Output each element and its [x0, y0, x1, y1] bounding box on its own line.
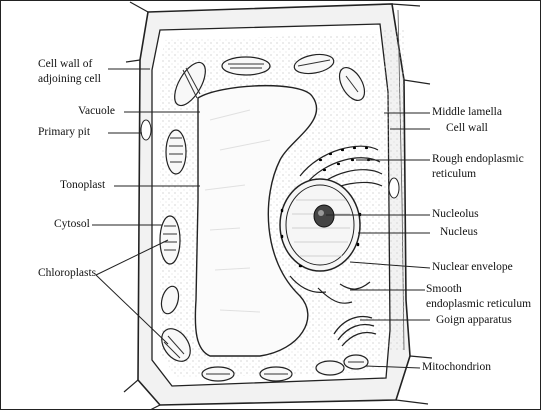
label-rough-er-line2: reticulum — [432, 168, 476, 181]
label-smooth-er-line2: endoplasmic reticulum — [426, 298, 531, 311]
chloroplast-left-2 — [160, 216, 180, 264]
label-nuclear-envelope: Nuclear envelope — [432, 261, 513, 274]
chloroplast-bottom-1 — [202, 367, 234, 381]
nucleolus — [314, 205, 334, 227]
label-smooth-er-line1: Smooth — [426, 283, 462, 296]
primary-pit-left — [141, 120, 151, 140]
label-primary-pit: Primary pit — [38, 126, 90, 139]
label-cell-wall-adjoining-line2: adjoining cell — [38, 73, 101, 86]
chloroplast-bottom-3 — [316, 361, 344, 375]
label-rough-er-line1: Rough endoplasmic — [432, 153, 524, 166]
label-cell-wall-adjoining-line1: Cell wall of — [38, 58, 92, 71]
mitochondrion — [344, 355, 368, 369]
label-golgi-apparatus: Goign apparatus — [436, 314, 512, 327]
chloroplast-bottom-2 — [260, 367, 292, 381]
label-tonoplast: Tonoplast — [60, 179, 105, 192]
chloroplast-top-middle — [222, 57, 270, 75]
label-nucleus: Nucleus — [440, 226, 478, 239]
chloroplast-left-1 — [166, 130, 186, 174]
label-middle-lamella: Middle lamella — [432, 106, 502, 119]
label-vacuole: Vacuole — [78, 105, 115, 118]
label-mitochondrion: Mitochondrion — [422, 361, 491, 374]
label-nucleolus: Nucleolus — [432, 208, 479, 221]
label-cytosol: Cytosol — [54, 218, 90, 231]
primary-pit-right — [389, 178, 399, 198]
label-cell-wall: Cell wall — [446, 122, 488, 135]
label-chloroplasts: Chloroplasts — [38, 267, 96, 280]
